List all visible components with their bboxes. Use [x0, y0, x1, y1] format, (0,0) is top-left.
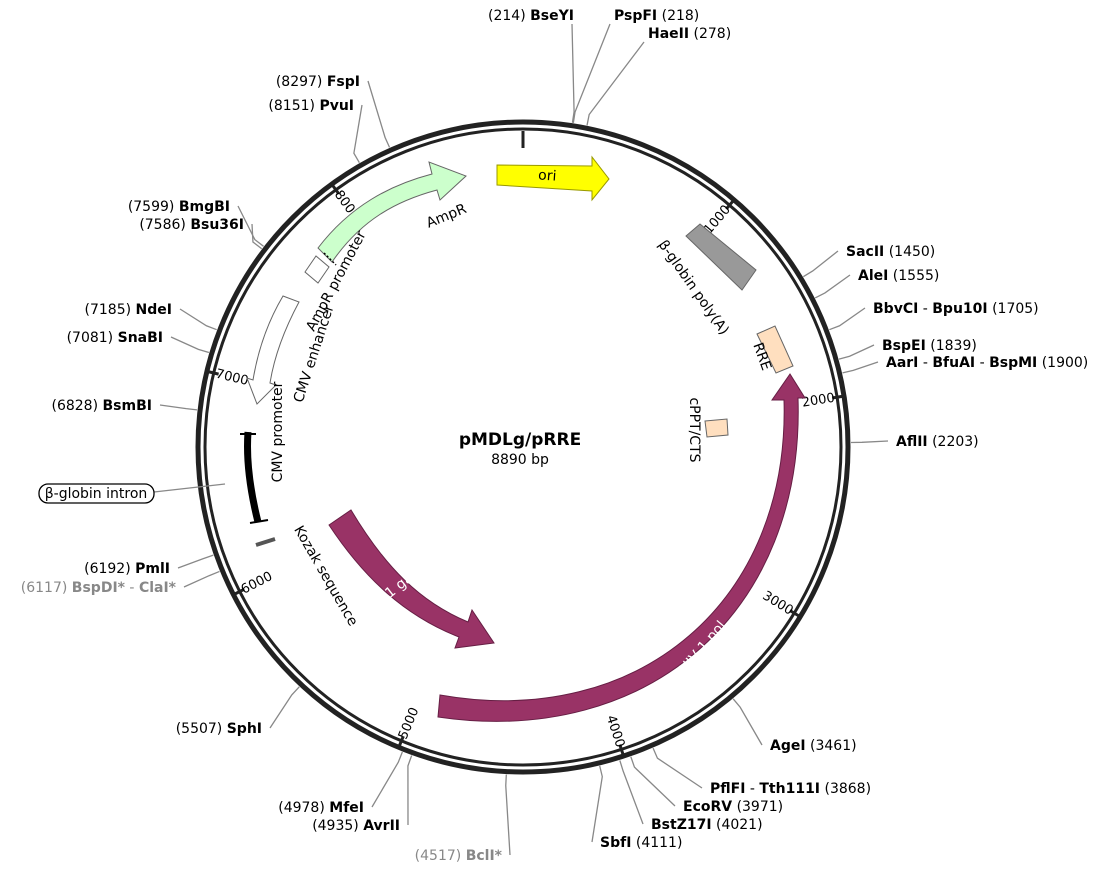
enzyme-aflii: AflII (2203) — [896, 434, 979, 450]
ampr-label: AmpR — [424, 201, 469, 232]
enzyme-mfei: (4978) MfeI — [278, 800, 364, 816]
enzyme-leader — [371, 751, 403, 808]
enzyme-leader-lines — [159, 23, 889, 856]
enzyme-leader — [838, 344, 875, 360]
plasmid-size: 8890 bp — [491, 452, 549, 468]
tick-label: 3000 — [760, 589, 796, 619]
enzyme-labels: (214) BseYI PspFI (218) HaeII (278) SacII (… — [21, 8, 1089, 864]
enzyme-leader — [619, 760, 644, 825]
beta-globin-intron-box — [38, 483, 155, 504]
enzyme-leader — [850, 440, 889, 444]
enzyme-leader — [179, 308, 217, 331]
enzyme-leader — [367, 80, 391, 148]
enzyme-bsmbi: (6828) BsmBI — [52, 398, 153, 414]
tick-mark — [231, 587, 245, 597]
enzyme-pmli: (6192) PmlI — [84, 561, 170, 577]
enzyme-pflfi: PflFI - Tth111I (3868) — [710, 781, 871, 797]
beta-globin-intron-label: β-globin intron — [45, 486, 148, 502]
enzyme-leader — [652, 747, 703, 789]
enzyme-leader — [630, 756, 676, 807]
enzyme-bstz17i: BstZ17I (4021) — [651, 817, 763, 833]
enzyme-leader — [170, 336, 210, 354]
enzyme-alei: AleI (1555) — [858, 268, 939, 284]
enzyme-sphi: (5507) SphI — [176, 721, 262, 737]
enzyme-leader — [177, 554, 214, 569]
cppt-cts-bar — [704, 418, 729, 438]
beta-globin-polya-bar — [685, 223, 757, 291]
enzyme-leader — [572, 23, 611, 123]
enzyme-ecorv: EcoRV (3971) — [683, 799, 783, 815]
enzyme-leader — [586, 41, 645, 126]
enzyme-bcli: (4517) BclI* — [415, 848, 503, 864]
tick-label: 5000 — [396, 705, 423, 741]
enzyme-leader — [829, 307, 866, 331]
enzyme-leader — [505, 774, 511, 856]
features: ori AmpR AmpR promoter CMV enhancer CMV … — [38, 155, 806, 722]
enzyme-leader — [353, 104, 363, 164]
tick-mark — [329, 181, 341, 195]
enzyme-aari: AarI - BfuAI - BspMI (1900) — [886, 355, 1088, 371]
enzyme-haeii: HaeII (278) — [648, 26, 731, 42]
rre-bar — [756, 325, 794, 374]
enzyme-bsu36i: (7586) Bsu36I — [139, 217, 244, 233]
hiv1-pol-arrow — [437, 373, 806, 722]
enzyme-leader — [251, 223, 263, 250]
tick-mark — [204, 369, 219, 376]
tick-mark — [618, 744, 626, 759]
enzyme-agei: AgeI (3461) — [770, 738, 857, 754]
ampr-promoter-arrow — [304, 255, 330, 284]
cmv-promoter-bar — [244, 431, 262, 523]
enzyme-snabi: (7081) SnaBI — [67, 330, 163, 346]
enzyme-pvui: (8151) PvuI — [268, 98, 354, 114]
cmv-enhancer-arrow — [246, 295, 300, 405]
ori-arrow — [496, 155, 610, 202]
backbone — [195, 119, 851, 775]
enzyme-leader — [183, 570, 220, 588]
tick-mark — [396, 735, 405, 750]
enzyme-pspfi: PspFI (218) — [614, 8, 699, 24]
hiv1-gag-arrow — [328, 509, 495, 649]
enzyme-bspei: BspEI (1839) — [882, 338, 977, 354]
plasmid-name: pMDLg/pRRE — [459, 430, 581, 450]
enzyme-avrii: (4935) AvrII — [312, 818, 400, 834]
tick-label: 7000 — [214, 367, 250, 389]
enzyme-leader — [814, 274, 851, 299]
enzyme-leader — [732, 698, 763, 746]
enzyme-bbvci: BbvCI - Bpu10I (1705) — [873, 301, 1039, 317]
enzyme-bseyi: (214) BseYI — [488, 8, 574, 24]
enzyme-leader — [159, 404, 198, 411]
enzyme-leader — [591, 765, 603, 843]
cppt-cts-label: cPPT/CTS — [686, 397, 702, 462]
enzyme-sacii: SacII (1450) — [846, 244, 935, 260]
tick-label: 2000 — [801, 391, 836, 411]
enzyme-fspi: (8297) FspI — [276, 74, 360, 90]
ampr-arrow — [317, 161, 467, 263]
enzyme-leader — [802, 250, 839, 278]
enzyme-leader — [842, 361, 879, 374]
cmv-promoter-label: CMV promoter — [270, 381, 286, 482]
tick-mark — [831, 394, 847, 400]
kozak-bar — [255, 537, 276, 547]
enzyme-bmgbi: (7599) BmgBI — [128, 199, 230, 215]
enzyme-sbfi: SbfI (4111) — [600, 835, 682, 851]
enzyme-bspdi: (6117) BspDI* - ClaI* — [21, 580, 177, 596]
enzyme-leader — [237, 205, 264, 247]
enzyme-leader — [269, 686, 300, 729]
enzyme-ndei: (7185) NdeI — [85, 302, 172, 318]
tick-label: 4000 — [603, 713, 628, 749]
tick-mark — [789, 609, 803, 620]
ori-label: ori — [538, 167, 557, 184]
enzyme-leader — [571, 23, 575, 123]
enzyme-leader — [407, 755, 413, 826]
tick-label: 6000 — [239, 569, 275, 597]
tick-mark — [725, 197, 737, 210]
